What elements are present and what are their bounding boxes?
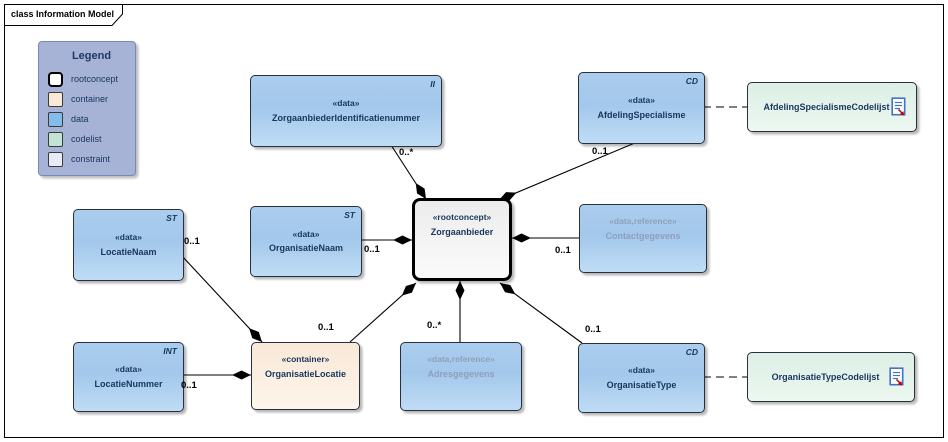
container-swatch [48,91,63,107]
node-organisatie-naam[interactable]: ST «data» OrganisatieNaam [250,206,362,277]
node-stereotype: «data,reference» [609,216,677,226]
frame-tab-label: class Information Model [11,9,115,19]
edge-organisatie-locatie[interactable] [349,282,417,343]
edge-locatie-naam[interactable] [181,255,263,343]
legend-item-container: container [48,89,108,109]
legend-label: data [71,114,89,124]
node-name: LocatieNaam [100,246,157,257]
datatype-tag: INT [163,346,177,356]
diagram-frame [4,4,944,438]
node-name: Zorgaanbieder [430,226,494,237]
node-stereotype: «data» [115,232,142,242]
datatype-tag: ST [344,210,355,220]
legend-item-rootconcept: rootconcept [48,69,118,89]
node-locatie-naam[interactable]: ST «data» LocatieNaam [73,209,184,281]
node-stereotype: «data» [115,364,142,374]
multiplicity-label: 0..* [399,147,414,158]
constraint-swatch [48,151,63,167]
node-contactgegevens[interactable]: «data,reference» Contactgegevens [579,204,707,273]
legend-label: constraint [71,154,111,164]
node-zorgaanbieder[interactable]: «rootconcept» Zorgaanbieder [412,198,512,281]
node-organisatie-locatie[interactable]: «container» OrganisatieLocatie [251,342,360,410]
node-adresgegevens[interactable]: «data,reference» Adresgegevens [400,342,522,411]
node-name: Contactgegevens [605,230,681,241]
document-icon [891,96,906,116]
datatype-tag: CD [685,76,698,86]
datatype-tag: II [430,79,435,89]
node-stereotype: «data» [292,228,320,239]
rootconcept-swatch [48,71,63,87]
node-stereotype: «data,reference» [427,354,495,364]
node-zorgaanbieder-identificatienummer[interactable]: II «data» ZorgaanbiederIdentificatienumm… [250,75,442,147]
edge-zorgaanbieder-identificatienummer[interactable] [390,144,427,200]
frame-tab [4,4,123,26]
node-locatie-nummer[interactable]: INT «data» LocatieNummer [73,342,184,412]
legend-item-constraint: constraint [48,149,110,169]
node-stereotype: «container» [281,354,330,364]
data-swatch [48,111,63,127]
node-name: OrganisatieNaam [268,243,344,254]
node-stereotype: «data» [628,365,655,375]
node-stereotype: «data» [332,98,360,108]
multiplicity-label: 0..1 [585,324,601,335]
legend-label: container [71,94,109,104]
multiplicity-label: 0..1 [555,245,571,256]
multiplicity-label: 0..1 [184,236,200,247]
node-name: Adresgegevens [427,368,495,379]
legend-title: Legend [71,50,112,62]
node-organisatie-type[interactable]: CD «data» OrganisatieType [578,343,705,413]
legend-item-data: data [48,109,89,129]
edge-afdeling-specialisme[interactable] [498,141,638,201]
document-icon [889,366,904,386]
node-name: OrganisatieType [606,379,677,390]
node-organisatie-type-codelijst[interactable]: OrganisatieTypeCodelijst [747,352,915,402]
legend-label: codelist [71,134,102,144]
node-afdeling-specialisme[interactable]: CD «data» AfdelingSpecialisme [578,72,705,144]
node-name: AfdelingSpecialismeCodelijst [763,101,890,112]
node-name: LocatieNummer [94,378,163,389]
codelist-swatch [48,131,63,147]
node-stereotype: «data» [628,95,655,105]
multiplicity-label: 0..1 [592,146,608,157]
datatype-tag: CD [685,347,698,357]
edge-organisatie-type[interactable] [499,282,583,344]
node-afdeling-specialisme-codelijst[interactable]: AfdelingSpecialismeCodelijst [747,82,917,132]
node-stereotype: «rootconcept» [432,212,492,222]
legend[interactable]: Legend rootconcept container data codeli… [38,41,136,176]
node-name: ZorgaanbiederIdentificatienummer [271,112,421,123]
node-name: OrganisatieTypeCodelijst [771,371,880,382]
node-name: OrganisatieLocatie [264,368,347,379]
node-name: AfdelingSpecialisme [597,109,686,120]
multiplicity-label: 0..* [427,320,442,331]
multiplicity-label: 0..1 [364,244,380,255]
legend-item-codelist: codelist [48,129,102,149]
multiplicity-label: 0..1 [318,322,334,333]
multiplicity-label: 0..1 [181,380,197,391]
legend-label: rootconcept [71,74,119,84]
datatype-tag: ST [166,213,177,223]
